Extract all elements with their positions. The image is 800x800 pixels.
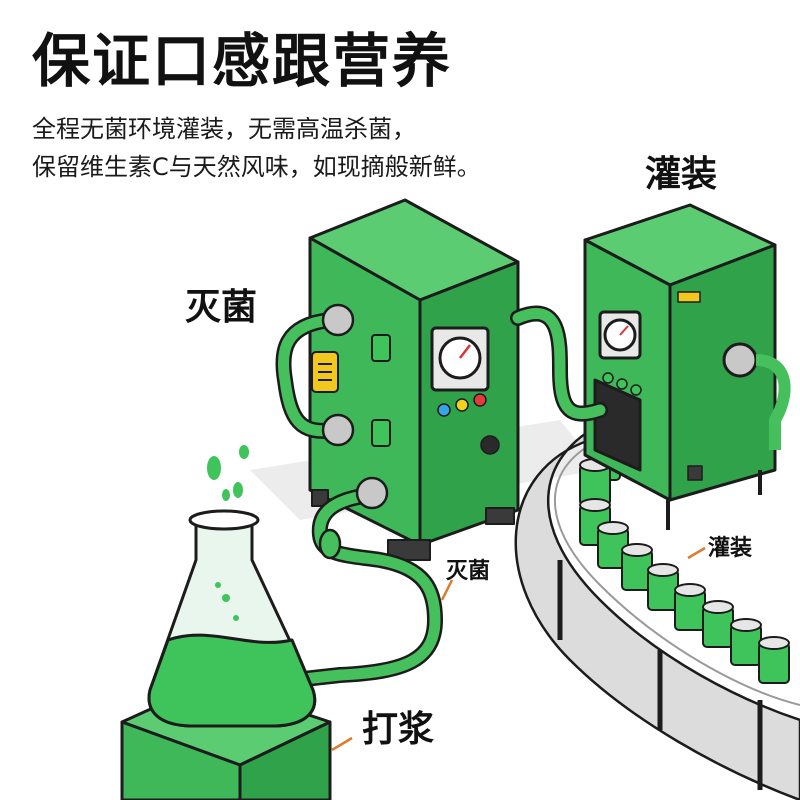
can-icon bbox=[647, 563, 679, 611]
warning-label-icon bbox=[677, 291, 701, 303]
splash-drops bbox=[207, 445, 249, 501]
can-icon bbox=[597, 521, 629, 569]
can-icon bbox=[702, 600, 734, 648]
label-sterilize-pipe: 灭菌 bbox=[446, 559, 491, 584]
label-pulping: 打浆 bbox=[362, 709, 435, 750]
label-sterilize: 灭菌 bbox=[185, 287, 258, 328]
description: 全程无菌环境灌装，无需高温杀菌， 保留维生素C与天然风味，如现摘般新鲜。 bbox=[32, 110, 481, 186]
description-line-1: 全程无菌环境灌装，无需高温杀菌， bbox=[32, 115, 416, 143]
conical-flask-icon bbox=[147, 509, 317, 728]
description-line-2: 保留维生素C与天然风味，如现摘般新鲜。 bbox=[32, 153, 481, 181]
can-icon bbox=[730, 618, 762, 666]
pipes bbox=[275, 305, 608, 688]
label-filling: 灌装 bbox=[645, 154, 718, 195]
label-filling-belt: 灌装 bbox=[708, 536, 753, 561]
can-icon bbox=[758, 636, 790, 684]
page-title: 保证口感跟营养 bbox=[32, 27, 453, 95]
can-icon bbox=[674, 583, 706, 631]
pipe-valve-icon bbox=[318, 303, 389, 560]
gauge-icon bbox=[438, 336, 482, 380]
leader-lines bbox=[331, 546, 706, 752]
gauge-icon bbox=[603, 318, 637, 352]
filling-machine bbox=[583, 203, 791, 530]
